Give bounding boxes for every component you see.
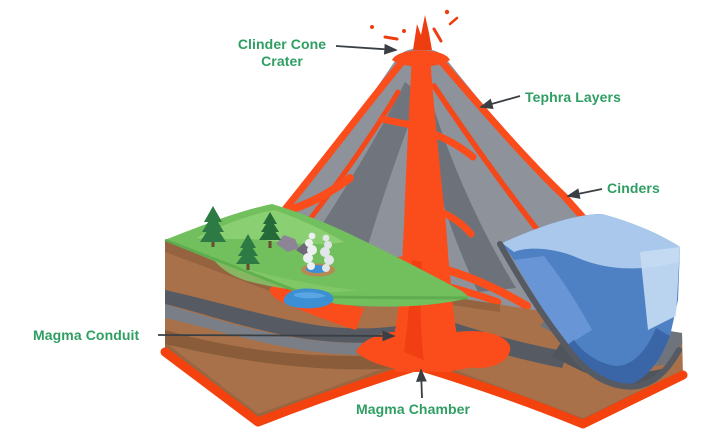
chamber-label: Magma Chamber (356, 401, 471, 417)
conduit-label: Magma Conduit (33, 327, 140, 343)
pine-tree (259, 212, 281, 248)
tephra-arrow (479, 95, 521, 110)
crater-label-line1: Clinder Cone (237, 36, 327, 52)
chamber-arrow (416, 368, 427, 399)
tephra-label: Tephra Layers (525, 89, 621, 105)
water-facet-mid (514, 256, 592, 346)
pine-tree (236, 234, 260, 270)
lava-splash (413, 15, 432, 50)
pond (283, 288, 334, 309)
water-surface (502, 214, 680, 269)
crater-eruption (370, 9, 459, 67)
cinders-arrow (566, 188, 603, 199)
lava-spatter (383, 16, 459, 43)
shore-rim (497, 241, 682, 390)
cinders-label: Cinders (607, 180, 660, 196)
steam-plume (303, 232, 317, 270)
geysers (301, 232, 335, 277)
water-facet-pale (640, 247, 680, 330)
conduit-arrow (157, 330, 396, 342)
cone-facet-dark-right (422, 96, 516, 292)
sea-water (497, 214, 682, 390)
pine-tree (200, 206, 226, 247)
pine-trees (200, 206, 281, 270)
crater-lava-cap (392, 50, 450, 67)
crater-arrow (335, 43, 398, 55)
crater-label: Clinder Cone Crater (230, 36, 334, 69)
crater-label-line2: Crater (261, 52, 303, 69)
label-arrows (157, 43, 603, 399)
steam-plume (320, 234, 334, 272)
right-hook-sill (456, 330, 511, 368)
surface-plateau (164, 204, 470, 309)
